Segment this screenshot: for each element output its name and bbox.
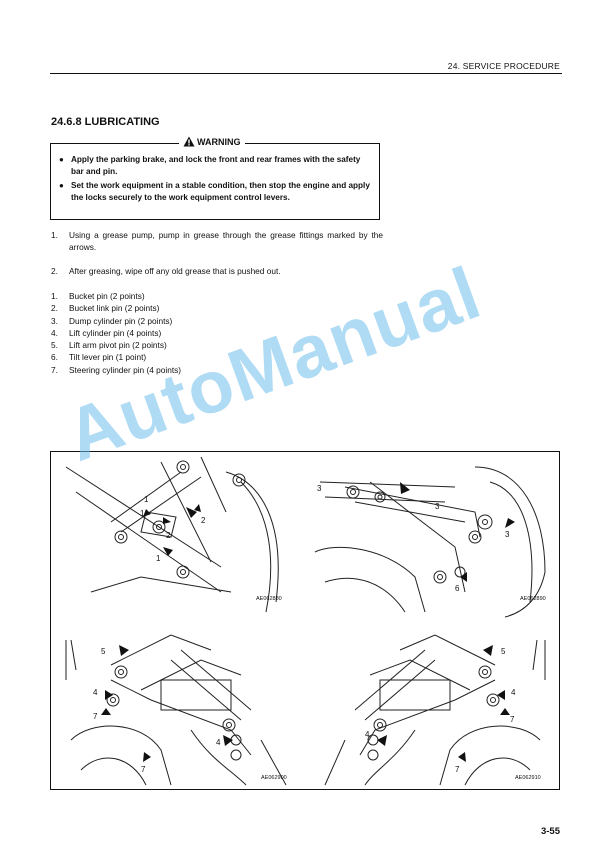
figure-panel-lift-arm-left: 5 4 7 4 7 AE062900 [51,620,305,788]
part-item: 4.Lift cylinder pin (4 points) [51,327,162,338]
figure-panel-bucket-pins: 1 1 2 2 1 AE062880 [51,452,305,620]
callout-label: 7 [93,712,98,721]
lift-arm-right-drawing [324,634,546,786]
part-item: 5.Lift arm pivot pin (2 points) [51,340,167,351]
part-item: 3.Dump cylinder pin (2 points) [51,315,173,326]
callout-label: 6 [455,584,460,593]
part-item: 7.Steering cylinder pin (4 points) [51,364,182,375]
warning-item: Set the work equipment in a stable condi… [59,180,373,204]
figure-code: AE062880 [256,596,282,602]
figure-panel-lift-arm-right: 5 4 4 7 7 AE062910 [305,620,559,788]
step-number: 2. [51,266,58,276]
step-item: 2. After greasing, wipe off any old grea… [51,265,383,277]
bucket-linkage-drawing [65,456,279,613]
step-number: 1. [51,230,58,240]
warning-label: WARNING [197,136,241,147]
warning-list: Apply the parking brake, and lock the fr… [59,154,373,206]
figure-panel-dump-cylinder: 3 3 3 6 AE062890 [305,452,559,620]
warning-title: WARNING [179,136,245,147]
step-item: 1. Using a grease pump, pump in grease t… [51,229,383,253]
page-number: 3-55 [540,826,560,837]
step-text: After greasing, wipe off any old grease … [69,266,281,276]
figure-code: AE062890 [520,596,546,602]
part-item: 1.Bucket pin (2 points) [51,291,145,301]
step-text: Using a grease pump, pump in grease thro… [69,230,383,252]
dump-cylinder-drawing [314,466,546,618]
callout-label: 2 [166,531,171,540]
callout-label: 1 [156,554,161,563]
callout-label: 7 [510,715,515,724]
callout-label: 7 [141,765,146,774]
callout-label: 4 [365,730,370,739]
callout-label: 1 [140,509,145,518]
callout-label: 3 [505,530,510,539]
section-title: 24.6.8 LUBRICATING [51,116,160,128]
callout-label: 5 [501,647,506,656]
callout-label: 5 [101,647,106,656]
callout-label: 3 [435,502,440,511]
warning-box: WARNING Apply the parking brake, and loc… [50,136,380,220]
part-item: 2.Bucket link pin (2 points) [51,303,160,314]
callout-label: 4 [511,688,516,697]
warning-triangle-icon [183,136,195,147]
callout-label: 3 [317,484,322,493]
figure-code: AE062910 [515,775,541,781]
header-section-label: 24. SERVICE PROCEDURE [447,61,560,71]
callout-label: 2 [201,516,206,525]
callout-label: 7 [455,765,460,774]
parts-list: 1.Bucket pin (2 points) 2.Bucket link pi… [51,290,181,376]
callout-label: 4 [93,688,98,697]
warning-item: Apply the parking brake, and lock the fr… [59,154,373,178]
lift-arm-left-drawing [65,634,287,786]
callout-label: 4 [216,738,221,747]
lubrication-figure: 1 1 2 2 1 AE062880 [50,451,560,790]
callout-label: 1 [144,495,149,504]
part-item: 6.Tilt lever pin (1 point) [51,352,147,363]
figure-code: AE062900 [261,775,287,781]
header-rule [50,73,562,74]
